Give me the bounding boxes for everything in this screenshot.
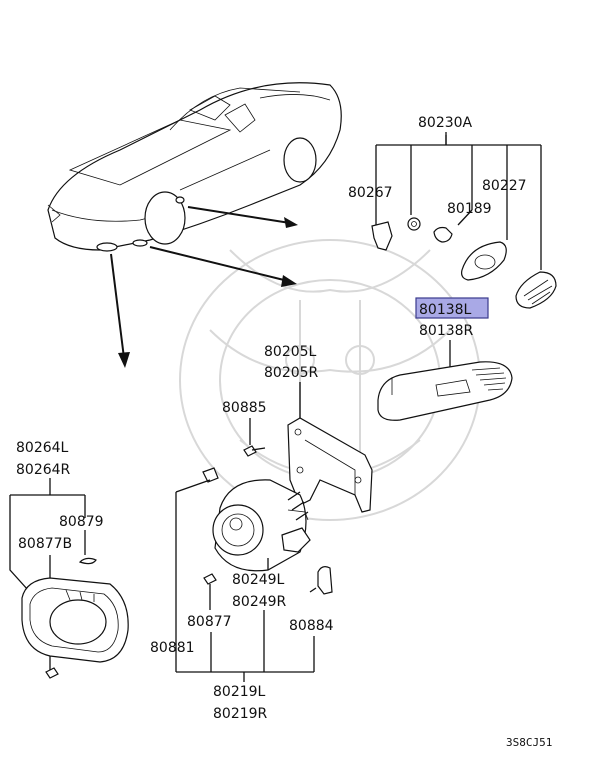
label-80205l[interactable]: 80205L [264,344,317,360]
bulb-part [433,226,453,243]
side-lamp-assembly: 80138L 80138R [377,297,513,421]
label-80227[interactable]: 80227 [482,178,527,194]
fog-lamp-assembly: 80205L 80205R 80885 80249L 80249R [175,344,373,610]
label-80249r[interactable]: 80249R [232,594,287,610]
label-80205r[interactable]: 80205R [264,365,319,381]
clip-part [407,217,421,231]
pointer-arrows [110,206,298,368]
screw-80885-part [243,445,257,457]
label-80230a[interactable]: 80230A [418,115,473,131]
label-80884[interactable]: 80884 [289,618,334,634]
plug-80881-part [202,467,219,483]
label-80267[interactable]: 80267 [348,185,393,201]
marker-lens-part [515,271,557,309]
label-80879[interactable]: 80879 [59,514,104,530]
side-lamp-part [377,361,513,421]
clip-80879-part [78,557,97,565]
highlight-box-80138l [415,297,489,319]
label-80264r[interactable]: 80264R [16,462,71,478]
fog-cover-assembly: 80264L 80264R 80879 80877B [9,440,129,679]
diagram-code: 3S8CJ51 [506,736,552,749]
label-80219r[interactable]: 80219R [213,706,268,722]
label-80219l[interactable]: 80219L [213,684,266,700]
label-80138l[interactable]: 80138L [419,302,472,318]
gasket-part [461,241,507,281]
side-marker-assembly: 80230A 80267 80227 80189 [348,115,557,309]
label-80264l[interactable]: 80264L [16,440,69,456]
label-80877[interactable]: 80877 [187,614,232,630]
label-80885[interactable]: 80885 [222,400,267,416]
socket-part [371,221,393,251]
label-80881[interactable]: 80881 [150,640,195,656]
screw-80877-part [203,573,217,585]
fog-bracket-tree: 80877 80884 80881 80219L 80219R [150,492,334,722]
label-80189[interactable]: 80189 [447,201,492,217]
car-illustration [47,82,342,252]
screw-80877b-part [45,667,59,679]
label-80138r[interactable]: 80138R [419,323,474,339]
clip-80884-part [317,566,333,595]
label-80249l[interactable]: 80249L [232,572,285,588]
label-80877b[interactable]: 80877B [18,536,72,552]
